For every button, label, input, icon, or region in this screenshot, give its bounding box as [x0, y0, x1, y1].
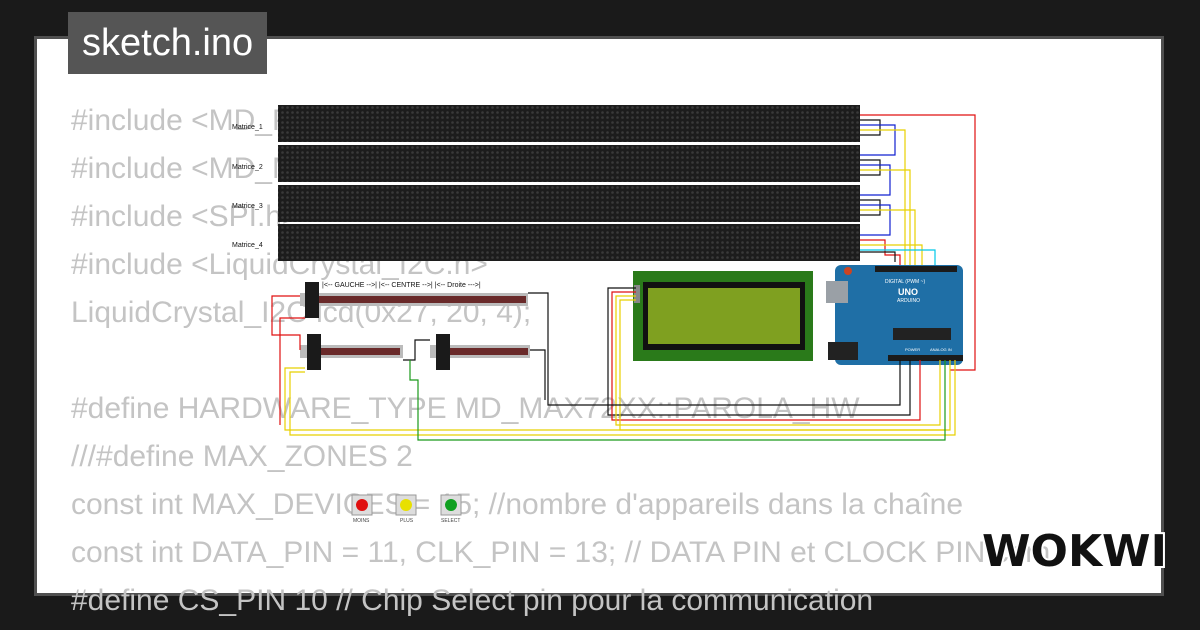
- sketch-title: sketch.ino: [68, 12, 268, 74]
- power-label: POWER: [905, 347, 920, 352]
- led-matrix-4[interactable]: [278, 224, 860, 261]
- led-matrix-1[interactable]: [278, 105, 860, 142]
- button-label: SELECT: [441, 518, 460, 524]
- code-line: const int MAX_DEVICES = 15; //nombre d'a…: [71, 488, 964, 521]
- arduino-uno[interactable]: DIGITAL (PWM ~) UNO ARDUINO ANALOG IN PO…: [826, 265, 963, 365]
- matrix-label: Matrice_4: [232, 242, 263, 249]
- usb-port: [826, 281, 848, 303]
- wires: [860, 114, 976, 371]
- slider-group: |<-- GAUCHE -->| |<-- CENTRE -->| |<-- D…: [300, 282, 530, 370]
- analog-label: ANALOG IN: [930, 347, 952, 352]
- wokwi-logo-text: WOKWI: [982, 526, 1167, 577]
- microcontroller-chip: [893, 328, 951, 340]
- code-line: const int DATA_PIN = 11, CLK_PIN = 13; /…: [71, 536, 1051, 569]
- button-label: PLUS: [400, 518, 414, 524]
- reset-button[interactable]: [844, 267, 852, 275]
- slider-knob-1[interactable]: [305, 282, 319, 318]
- select-button[interactable]: SELECT: [440, 494, 462, 524]
- button-label: MOINS: [353, 518, 370, 524]
- lcd-i2c-pins: [634, 285, 640, 303]
- led-matrix-2[interactable]: [278, 145, 860, 182]
- plus-button[interactable]: PLUS: [395, 494, 417, 524]
- code-preview: #include <MD_Parola.h> #include <MD_MAX7…: [71, 97, 1050, 625]
- matrix-label: Matrice_2: [232, 164, 263, 171]
- analog-header: [888, 355, 963, 361]
- digital-header: [875, 266, 957, 272]
- code-line: #define CS_PIN 10 // Chip Select pin pou…: [71, 584, 874, 617]
- button-group: MOINS PLUS SELECT: [351, 494, 462, 524]
- lcd-display[interactable]: [633, 271, 813, 361]
- arduino-label: ARDUINO: [897, 298, 920, 304]
- matrix-label: Matrice_3: [232, 203, 263, 210]
- uno-label: UNO: [898, 287, 918, 297]
- code-line: ///#define MAX_ZONES 2: [71, 440, 413, 473]
- slider-knob-3[interactable]: [436, 334, 450, 370]
- matrix-label: Matrice_1: [232, 124, 263, 131]
- power-jack: [828, 342, 858, 360]
- slider-wires: [271, 292, 956, 441]
- slider-knob-2[interactable]: [307, 334, 321, 370]
- wokwi-logo: WOKWI: [980, 524, 1169, 579]
- slider-label: |<-- GAUCHE -->| |<-- CENTRE -->| |<-- D…: [322, 282, 481, 289]
- minus-button[interactable]: MOINS: [351, 494, 373, 524]
- led-matrix-3[interactable]: [278, 185, 860, 222]
- digital-label: DIGITAL (PWM ~): [885, 279, 925, 285]
- led-matrix-group: Matrice_1 Matrice_2 Matrice_3 Matrice_4: [232, 105, 860, 261]
